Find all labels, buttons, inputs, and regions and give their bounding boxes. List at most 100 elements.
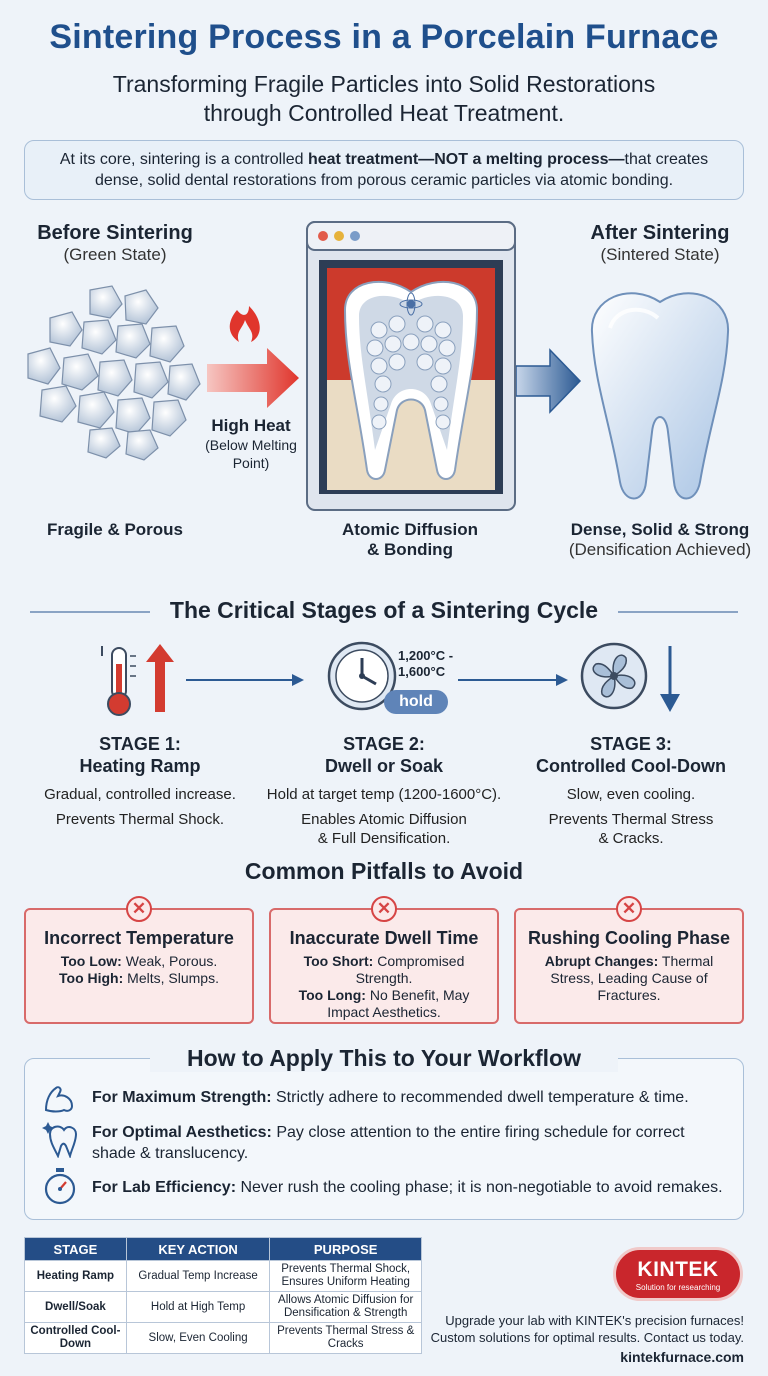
after-subtitle: (Sintered State) [600,245,720,264]
apply-row-1: For Maximum Strength: Strictly adhere to… [92,1089,689,1106]
stage-3-title-2: Controlled Cool-Down [536,756,726,776]
apply-box [24,1058,744,1220]
apply-heading: How to Apply This to Your Workflow [150,1045,618,1072]
sparkle-tooth-icon [42,1122,78,1158]
intro-bold: heat treatment—NOT a melting process— [307,151,625,168]
logo-name: KINTEK [637,1258,719,1281]
pitfall-2-title: Inaccurate Dwell Time [289,928,479,948]
footer-text: Upgrade your lab with KINTEK's precision… [430,1312,744,1366]
table-cell: Dwell/Soak [24,1291,127,1323]
furnace-illustration [306,221,516,511]
pitfall-2-line-1: Too Short: Compromised Strength. [303,953,465,986]
stage-1-title-2: Heating Ramp [79,756,201,776]
table-header-row: STAGE KEY ACTION PURPOSE [24,1237,422,1261]
heat-sub-2: Point) [232,455,270,471]
pitfall-1-line-1: Too Low: Weak, Porous. [60,953,218,969]
apply-row-3: For Lab Efficiency: Never rush the cooli… [92,1179,723,1196]
divider-line [618,611,738,613]
clock-icon [327,641,397,711]
stage-2-title-2: Dwell or Soak [324,756,444,776]
footer-line-2: Custom solutions for optimal results. Co… [430,1330,744,1345]
before-title: Before Sintering [37,222,193,244]
flow-arrow [186,674,304,686]
table-header: PURPOSE [269,1237,422,1261]
temp-range-1: 1,200°C - [398,648,454,663]
thermometer-icon [101,644,174,716]
stage-2-desc-3: & Full Densification. [317,830,451,847]
before-caption-text: Fragile & Porous [46,520,184,539]
pitfalls-heading: Common Pitfalls to Avoid [244,858,524,884]
table-cell: Slow, Even Cooling [125,1322,271,1354]
furnace-light-yellow [334,231,344,241]
pitfall-3-title: Rushing Cooling Phase [527,928,730,948]
error-x-icon: ✕ [371,896,397,922]
furnace-light-red [318,231,328,241]
error-x-icon: ✕ [126,896,152,922]
temp-range: 1,200°C - 1,600°C [398,648,468,680]
stage-2-desc-1: Hold at target temp (1200-1600°C). [266,786,502,803]
stage-1: STAGE 1: Heating Ramp Gradual, controlle… [30,733,250,829]
heat-arrow [207,306,299,408]
pitfall-3-line-1: Abrupt Changes: Thermal Stress, Leading … [544,953,714,1003]
temp-range-2: 1,600°C [398,664,446,679]
particles-illustration [27,285,201,461]
stage-3: STAGE 3: Controlled Cool-Down Slow, even… [518,733,744,848]
pitfall-1-line-2: Too High: Melts, Slumps. [59,970,219,986]
pitfall-card-2: ✕ Inaccurate Dwell Time Too Short: Compr… [269,896,499,1024]
after-caption-text: Dense, Solid & Strong [570,520,750,539]
table-header: STAGE [24,1237,127,1261]
right-arrow-icon [207,348,299,408]
pitfall-2-line-2: Too Long: No Benefit, May Impact Aesthet… [298,987,470,1020]
result-arrow [516,348,582,414]
before-caption: Fragile & Porous [20,520,210,540]
logo-tagline: Solution for researching [635,1283,721,1292]
stage-1-desc-1: Gradual, controlled increase. [44,786,236,803]
table-cell: Prevents Thermal Stress & Cracks [269,1322,422,1354]
table-header: KEY ACTION [125,1237,271,1261]
hold-badge: hold [384,690,448,714]
table-cell: Heating Ramp [24,1260,127,1292]
intro-text-1: At its core, sintering is a controlled [59,151,308,168]
stage-1-desc-2: Prevents Thermal Shock. [55,811,225,828]
sintered-tooth-icon [590,292,730,500]
page-title: Sintering Process in a Porcelain Furnace [49,18,719,56]
flexed-arm-icon [44,1086,74,1113]
table-row: Dwell/Soak Hold at High Temp Allows Atom… [24,1291,422,1323]
subtitle-line-2: through Controlled Heat Treatment. [203,100,565,126]
after-title: After Sintering [590,222,730,244]
footer-url[interactable]: kintekfurnace.com [620,1349,744,1365]
table-cell: Prevents Thermal Shock, Ensures Uniform … [269,1260,422,1292]
summary-table: STAGE KEY ACTION PURPOSE Heating Ramp Gr… [24,1237,422,1354]
stage-2-desc-2: Enables Atomic Diffusion [301,811,467,828]
pitfall-1-title: Incorrect Temperature [44,928,234,948]
right-arrow-icon [516,348,582,414]
before-heading: Before Sintering (Green State) [10,222,220,265]
heat-label-text: High Heat [211,416,291,435]
table-row: Controlled Cool-Down Slow, Even Cooling … [24,1322,422,1354]
table-row: Heating Ramp Gradual Temp Increase Preve… [24,1260,422,1292]
down-arrow-icon [660,694,680,712]
furnace-caption-1: Atomic Diffusion [342,520,478,539]
table-cell: Controlled Cool-Down [24,1322,127,1354]
pitfall-card-1: ✕ Incorrect Temperature Too Low: Weak, P… [24,896,254,1024]
furnace-caption-2: & Bonding [367,540,453,559]
kintek-logo: KINTEK Solution for researching [613,1247,743,1301]
furnace-caption: Atomic Diffusion & Bonding [320,520,500,560]
table-cell: Gradual Temp Increase [125,1260,271,1292]
stage-1-title-1: STAGE 1: [99,734,181,754]
stage-3-desc-3: & Cracks. [598,830,664,847]
before-subtitle: (Green State) [63,245,167,264]
error-x-icon: ✕ [616,896,642,922]
stopwatch-icon [44,1168,76,1205]
stage-2-title-1: STAGE 2: [343,734,425,754]
subtitle-line-1: Transforming Fragile Particles into Soli… [112,71,656,97]
table-cell: Hold at High Temp [125,1291,271,1323]
stages-heading: The Critical Stages of a Sintering Cycle [169,597,599,623]
heat-label: High Heat (Below Melting Point) [196,416,306,472]
footer-line-1: Upgrade your lab with KINTEK's precision… [445,1313,744,1328]
apply-row-2: For Optimal Aesthetics: Pay close attent… [92,1124,685,1162]
flame-icon [229,306,260,342]
after-caption: Dense, Solid & Strong (Densification Ach… [555,520,765,560]
fan-icon [580,642,680,712]
stage-3-title-1: STAGE 3: [590,734,672,754]
